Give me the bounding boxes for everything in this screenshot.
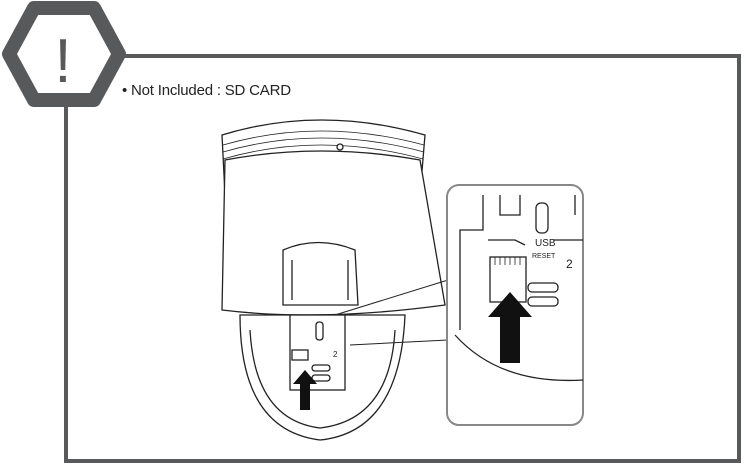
camera-drawing: 2 xyxy=(221,119,449,441)
bullet: • xyxy=(122,82,128,99)
notice-frame xyxy=(64,54,741,463)
insert-arrow-icon xyxy=(293,370,317,410)
inset-insert-arrow-icon xyxy=(488,292,532,363)
reset-label: RESET xyxy=(532,253,556,260)
inset-slot-label: 2 xyxy=(566,257,573,271)
main-slot-label: 2 xyxy=(333,350,338,359)
sd-slot-inset: USB RESET 2 xyxy=(446,184,584,426)
note-text: Not Included : SD CARD xyxy=(131,82,291,99)
warning-hexagon-icon: ! xyxy=(2,1,126,107)
exclamation-mark: ! xyxy=(54,27,71,96)
usb-label: USB xyxy=(535,238,556,249)
not-included-note: • Not Included : SD CARD xyxy=(122,82,291,99)
